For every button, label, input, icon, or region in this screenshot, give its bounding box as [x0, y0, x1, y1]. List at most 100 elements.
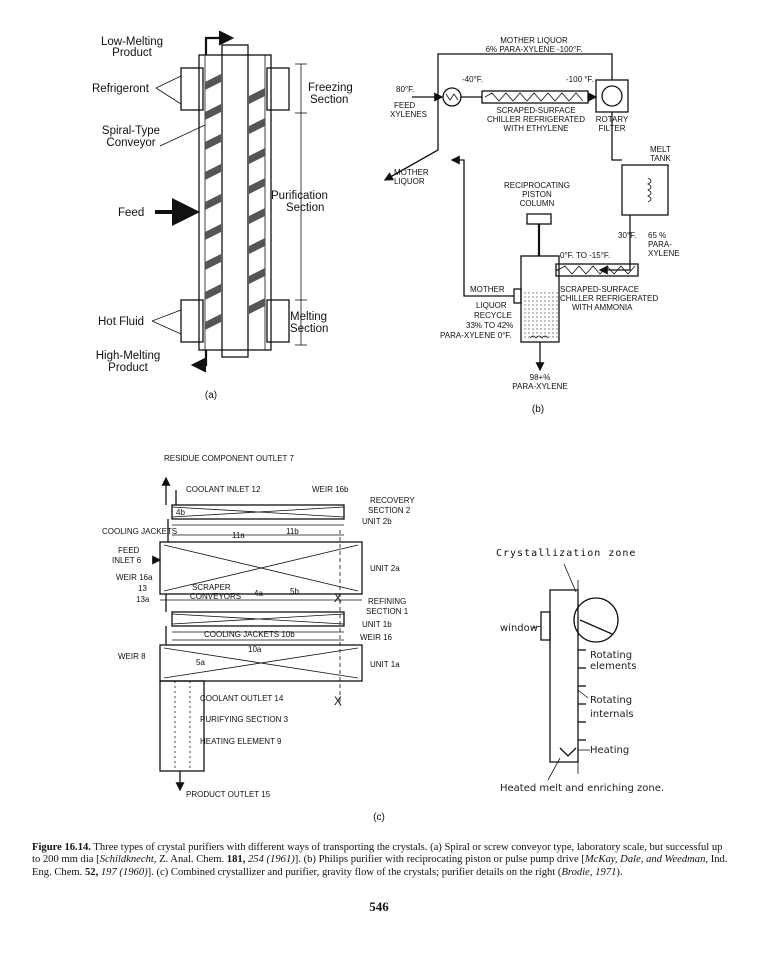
figure-a-spiral-conveyor: Low-Melting Product Refrigeront Spiral-T…: [92, 30, 353, 401]
11a-label: 11a: [232, 531, 245, 540]
window: [540, 611, 551, 641]
recovery-section-label: SECTION 2: [368, 506, 411, 515]
figure-c-combined-purifier: RESIDUE COMPONENT OUTLET 7 COOLANT INLET…: [102, 454, 415, 823]
13a-label: 13a: [136, 595, 150, 604]
cooling-jackets-10b-label: COOLING JACKETS 10b: [204, 630, 295, 639]
chiller1-line3: WITH ETHYLENE: [504, 124, 569, 133]
tank-label: TANK: [650, 154, 671, 163]
caption-text-5: ]. (c) Combined crystallizer and purifie…: [147, 866, 562, 878]
column-label: COLUMN: [520, 199, 555, 208]
unit-1b-label: UNIT 1b: [362, 620, 392, 629]
caption-ref-3: Brodie, 1971: [561, 866, 617, 878]
weir-16a-label: WEIR 16a: [116, 573, 153, 582]
conveyors-label: CONVEYORS: [190, 592, 241, 601]
caption-vol-2: 52,: [84, 866, 99, 878]
piston-label: PISTON: [522, 190, 552, 199]
5b-label: 5b: [290, 587, 299, 596]
xylene-label: XYLENE: [648, 249, 680, 258]
recycle-pct-label: 33% TO 42%: [466, 321, 513, 330]
chiller2-line3: WITH AMMONIA: [572, 303, 633, 312]
unit-1b: [171, 611, 345, 627]
xylenes-label: XYLENES: [390, 110, 427, 119]
spiral-flights: [205, 74, 265, 330]
caption-ref-1: Schildknecht,: [99, 854, 157, 866]
hot-fluid-jacket-left: [180, 299, 204, 343]
figure-b-philips-purifier: MOTHER LIQUOR 6% PARA-XYLENE -100°F. 80°…: [383, 36, 680, 415]
rotating-internals-label-1: Rotating: [590, 695, 632, 706]
pct-65-label: 65 %: [648, 231, 666, 240]
caption-text-6: ).: [616, 866, 623, 878]
rotary-label: ROTARY: [596, 115, 629, 124]
unit-2a-label: UNIT 2a: [370, 564, 400, 573]
spiral-type-label: Spiral-Type: [102, 125, 160, 137]
heated-melt-label: Heated melt and enriching zone.: [500, 783, 664, 794]
caption-pages-1: 254 (1961): [245, 854, 295, 866]
feed-label-b: FEED: [394, 101, 416, 110]
11b-label: 11b: [286, 527, 299, 536]
melting-label: Melting: [290, 311, 327, 323]
weir-16-label: WEIR 16: [360, 633, 393, 642]
chiller1-line1: SCRAPED-SURFACE: [496, 106, 575, 115]
chiller2-line1: SCRAPED-SURFACE: [560, 285, 639, 294]
low-melting-product-label: Product: [112, 47, 152, 59]
panel-label-a: (a): [205, 390, 217, 401]
weir-8-label: WEIR 8: [118, 652, 146, 661]
unit-2a: [159, 541, 363, 595]
5a-label: 5a: [196, 658, 205, 667]
central-shaft: [221, 44, 249, 358]
feed-label: Feed: [118, 207, 144, 219]
high-melting-label: High-Melting: [96, 350, 161, 362]
temp-minus40-label: -40°F.: [462, 75, 483, 84]
rotating-elements: [573, 597, 619, 643]
mother2-label: MOTHER: [470, 285, 505, 294]
x-mark-1: X: [334, 593, 342, 605]
mother-liquor-top-label: MOTHER LIQUOR: [500, 36, 568, 45]
crystallization-zone-label: Crystallization zone: [496, 548, 636, 559]
13-label: 13: [138, 584, 147, 593]
feed-label-c: FEED: [118, 546, 140, 555]
mother-liquor-return-line: [437, 53, 613, 110]
caption-label: Figure 16.14.: [32, 842, 91, 853]
page-number: 546: [369, 899, 389, 914]
heating-label: Heating: [590, 745, 629, 756]
refining-section-label: SECTION 1: [366, 607, 409, 616]
heating-element-label: HEATING ELEMENT 9: [200, 737, 282, 746]
liquor-label: LIQUOR: [394, 177, 425, 186]
freezing-label: Freezing: [308, 82, 353, 94]
panel-label-b: (b): [532, 404, 544, 415]
product-para-label: PARA-XYLENE: [512, 382, 567, 391]
refining-label: REFINING: [368, 597, 406, 606]
reciprocating-label: RECIPROCATING: [504, 181, 570, 190]
10a-label: 10a: [248, 645, 262, 654]
chiller2-line2: CHILLER REFRIGERATED: [560, 294, 658, 303]
4a-label: 4a: [254, 589, 263, 598]
rotating-elements-label-1: Rotating: [590, 650, 632, 661]
recycle-label: RECYCLE: [474, 311, 512, 320]
weir-16b-label: WEIR 16b: [312, 485, 349, 494]
unit-1a-label: UNIT 1a: [370, 660, 400, 669]
unit-1a: [159, 644, 363, 682]
recovery-label: RECOVERY: [370, 496, 415, 505]
rotating-elements-label-2: elements: [590, 661, 636, 672]
rotating-internals: [578, 649, 586, 741]
mother-label: MOTHER: [394, 168, 429, 177]
refrigerant-label: Refrigeront: [92, 83, 150, 95]
unit-2b: [171, 504, 345, 520]
conveyor-label: Conveyor: [106, 137, 155, 149]
hot-fluid-jacket-right: [266, 299, 290, 343]
refrigerant-jacket-right: [266, 67, 290, 111]
caption-text-3: ]. (b) Philips purifier with reciprocati…: [294, 854, 585, 866]
coolant-outlet-label: COOLANT OUTLET 14: [200, 694, 284, 703]
purification-label: Purification: [271, 190, 328, 202]
caption-text-1: Three types of crystal purifiers with di…: [32, 842, 723, 866]
purifying-label: PURIFYING SECTION 3: [200, 715, 289, 724]
hot-fluid-label: Hot Fluid: [98, 316, 144, 328]
freezing-section-label: Section: [310, 94, 348, 106]
crystal-bed: [522, 290, 558, 340]
low-melting-label: Low-Melting: [101, 36, 163, 48]
high-melting-product-label: Product: [108, 362, 148, 374]
caption-pages-2: 197 (1960): [98, 866, 148, 878]
caption-text-4: Ind. Eng. Chem.: [32, 854, 728, 878]
scraper-label: SCRAPER: [192, 583, 231, 592]
cooling-jackets-label: COOLING JACKETS: [102, 527, 177, 536]
